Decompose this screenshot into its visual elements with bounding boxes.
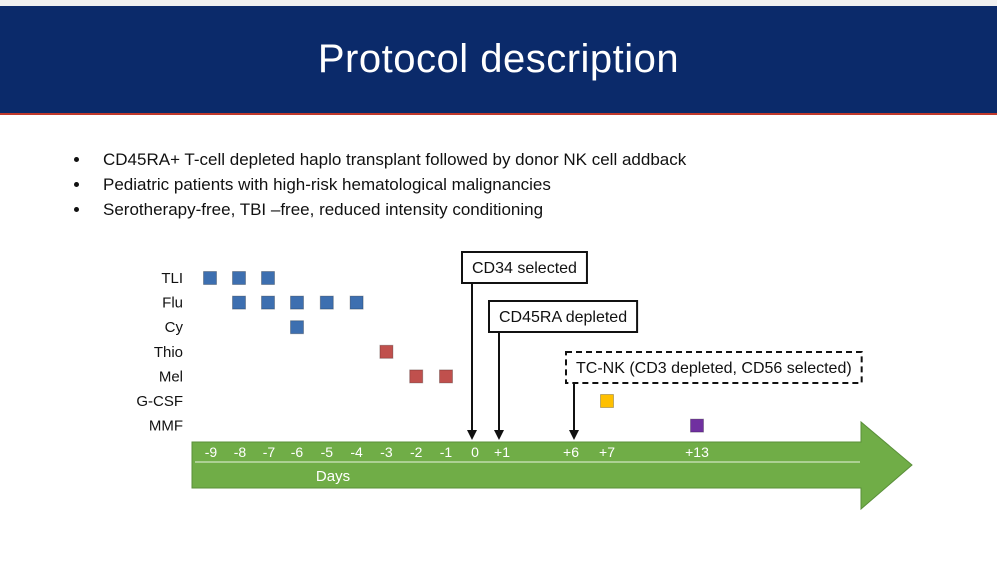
bullet-icon <box>74 207 79 212</box>
tick-label: +1 <box>494 444 510 460</box>
bullet-item: Serotherapy-free, TBI –free, reduced int… <box>72 197 686 222</box>
tick-label: 0 <box>471 444 479 460</box>
dose-square-tli <box>261 271 275 285</box>
title-bar: Protocol description <box>0 6 997 115</box>
tick-label: +13 <box>685 444 709 460</box>
row-label-mmf: MMF <box>149 418 183 435</box>
row-label-thio: Thio <box>154 344 183 361</box>
dose-square-flu <box>232 295 246 310</box>
bullet-item: Pediatric patients with high-risk hemato… <box>72 172 686 197</box>
tick-label: -7 <box>263 444 276 460</box>
row-label-tli: TLI <box>161 270 183 287</box>
bullet-list: CD45RA+ T-cell depleted haplo transplant… <box>72 147 686 222</box>
dose-square-flu <box>349 295 364 310</box>
tick-label: -4 <box>350 444 363 460</box>
tick-label: -6 <box>291 444 304 460</box>
dose-square-tli <box>203 271 217 285</box>
tick-label: +7 <box>599 444 615 460</box>
event-arrowhead <box>569 430 579 440</box>
dose-square-mel <box>439 369 453 384</box>
tick-label: +6 <box>563 444 579 460</box>
row-label-g-csf: G-CSF <box>136 393 183 410</box>
row-label-flu: Flu <box>162 295 183 312</box>
bullet-text: Serotherapy-free, TBI –free, reduced int… <box>103 200 544 219</box>
row-label-cy: Cy <box>165 319 184 336</box>
tick-label: -5 <box>321 444 334 460</box>
tick-label: -3 <box>380 444 393 460</box>
event-box <box>565 351 863 384</box>
event-label: CD34 selected <box>472 260 577 277</box>
dose-square-flu <box>290 295 304 310</box>
bullet-icon <box>74 182 79 187</box>
tick-label: -9 <box>205 444 218 460</box>
slide-title: Protocol description <box>317 37 680 81</box>
top-strip <box>0 0 997 6</box>
bullet-icon <box>74 157 79 162</box>
tick-label: -2 <box>410 444 423 460</box>
axis-label-days: Days <box>316 468 350 485</box>
dose-square-thio <box>379 344 394 359</box>
dose-square-flu <box>261 295 275 310</box>
tick-label: -8 <box>234 444 247 460</box>
event-label: CD45RA depleted <box>499 309 627 326</box>
dose-square-flu <box>319 295 334 310</box>
dose-square-tli <box>232 271 246 285</box>
dose-square-g-csf <box>600 394 614 408</box>
bullet-text: CD45RA+ T-cell depleted haplo transplant… <box>103 150 687 169</box>
event-label: TC-NK (CD3 depleted, CD56 selected) <box>576 360 852 377</box>
event-arrowhead <box>467 430 477 440</box>
event-box <box>488 300 639 333</box>
event-arrowhead <box>494 430 504 440</box>
dose-square-mmf <box>690 418 704 433</box>
bullet-text: Pediatric patients with high-risk hemato… <box>103 175 551 194</box>
dose-square-cy <box>290 320 304 335</box>
tick-label: -1 <box>440 444 453 460</box>
bullet-item: CD45RA+ T-cell depleted haplo transplant… <box>72 147 686 172</box>
row-label-mel: Mel <box>159 368 183 385</box>
timeline-arrow <box>191 420 913 511</box>
dose-square-mel <box>409 369 424 384</box>
event-box <box>461 251 588 284</box>
